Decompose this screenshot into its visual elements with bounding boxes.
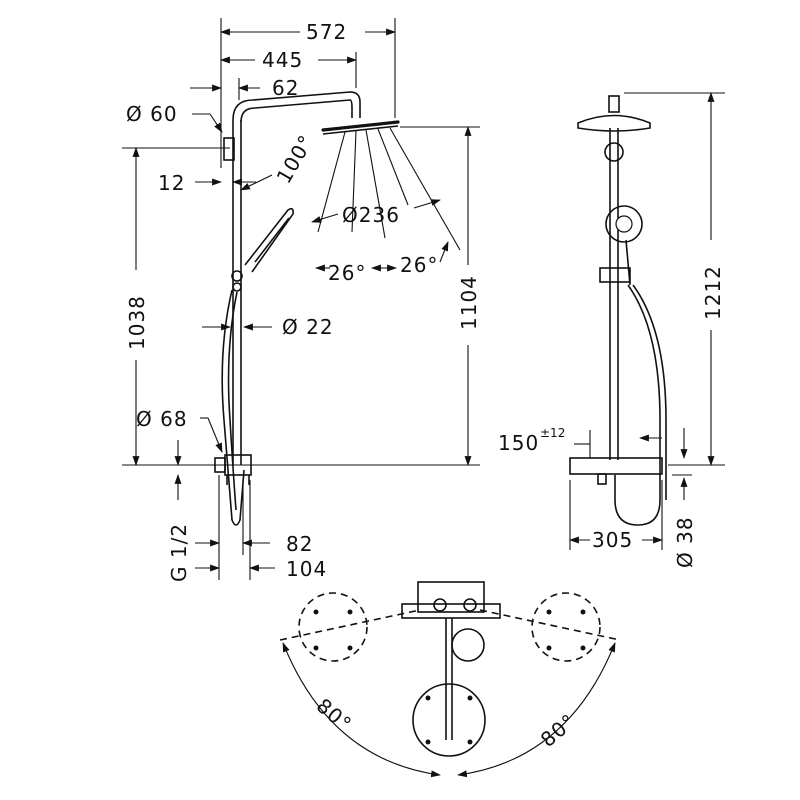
top-view-rotation: 80° 80° — [279, 581, 621, 778]
dim-dia-236: Ø236 — [342, 203, 400, 227]
dim-305: 305 — [592, 528, 633, 552]
front-view-shower-column — [569, 95, 667, 526]
dim-angle-26-right: 26° — [400, 253, 438, 277]
dim-dia-38: Ø 38 — [673, 516, 697, 568]
side-view-shower-column — [214, 91, 461, 526]
height-dimension-right: 1212 — [624, 92, 725, 466]
front-view-bottom-dimensions: 150 ±12 Ø 38 305 — [498, 426, 697, 568]
dim-g-1-2: G 1/2 — [167, 523, 191, 582]
dim-1038: 1038 — [125, 295, 149, 350]
dim-1212: 1212 — [701, 265, 725, 320]
dim-angle-80-left: 80° — [312, 693, 357, 736]
dim-angle-80-right: 80° — [536, 709, 581, 752]
dim-dia-22: Ø 22 — [282, 315, 334, 339]
dim-angle-100: 100° — [272, 130, 319, 187]
dim-dia-60: Ø 60 — [126, 102, 178, 126]
dim-572: 572 — [306, 20, 347, 44]
mixer-dimensions: Ø 68 G 1/2 82 104 — [136, 407, 327, 582]
dim-445: 445 — [262, 48, 303, 72]
dim-150: 150 — [498, 431, 539, 455]
top-dimensions: 572 445 62 — [190, 18, 396, 168]
dim-150-tolerance: ±12 — [540, 426, 565, 440]
pipe-diameter-dimension: Ø 22 — [202, 315, 334, 339]
dim-82: 82 — [286, 532, 313, 556]
dim-dia-68: Ø 68 — [136, 407, 188, 431]
dim-62: 62 — [272, 76, 299, 100]
height-dimensions-left: 1038 1104 — [122, 126, 481, 466]
dim-1104: 1104 — [457, 275, 481, 330]
dim-104: 104 — [286, 557, 327, 581]
dim-angle-26-left: 26° — [328, 261, 366, 285]
dim-12: 12 — [158, 171, 185, 195]
head-shower-dimensions: Ø236 26° 26° — [311, 199, 449, 285]
